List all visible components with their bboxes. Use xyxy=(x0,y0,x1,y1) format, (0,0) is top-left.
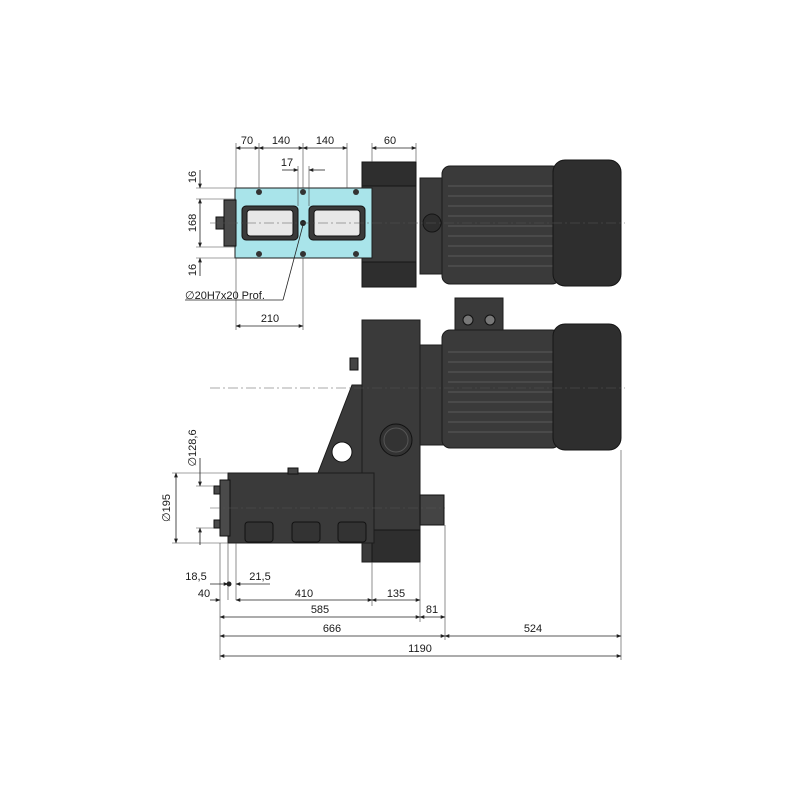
dim-585: 585 xyxy=(311,604,329,616)
dim-16-top: 16 xyxy=(187,171,199,183)
dim-60: 60 xyxy=(384,135,396,147)
dim-210: 210 xyxy=(261,313,279,325)
dim-140-b: 140 xyxy=(316,135,334,147)
dim-140-a: 140 xyxy=(272,135,290,147)
dia-128-6: ∅128,6 xyxy=(187,429,199,466)
dim-40: 40 xyxy=(198,588,210,600)
spindle-plate-top-view xyxy=(215,187,373,259)
spindle-head-side-view xyxy=(213,467,375,544)
dim-410: 410 xyxy=(295,588,313,600)
top-view: 70 140 140 60 17 16 168 16 ∅20H7x20 Prof… xyxy=(185,135,625,330)
dim-666: 666 xyxy=(323,623,341,635)
dim-81: 81 xyxy=(426,604,438,616)
dia-195: ∅195 xyxy=(161,494,173,522)
dim-135: 135 xyxy=(387,588,405,600)
dim-16-bottom: 16 xyxy=(187,264,199,276)
side-view: ∅195 ∅128,6 18,5 21,5 40 410 135 585 81 xyxy=(161,297,625,660)
support-bracket xyxy=(317,357,363,474)
dim-21-5: 21,5 xyxy=(249,571,270,583)
dim-70: 70 xyxy=(241,135,253,147)
dim-18-5: 18,5 xyxy=(185,571,206,583)
dim-524: 524 xyxy=(524,623,542,635)
hole-note: ∅20H7x20 Prof. xyxy=(185,290,265,302)
dim-1190: 1190 xyxy=(408,643,432,655)
dim-17: 17 xyxy=(281,157,293,169)
motor-top-view xyxy=(419,159,622,287)
dim-168: 168 xyxy=(187,214,199,232)
motor-side-view xyxy=(419,297,622,451)
